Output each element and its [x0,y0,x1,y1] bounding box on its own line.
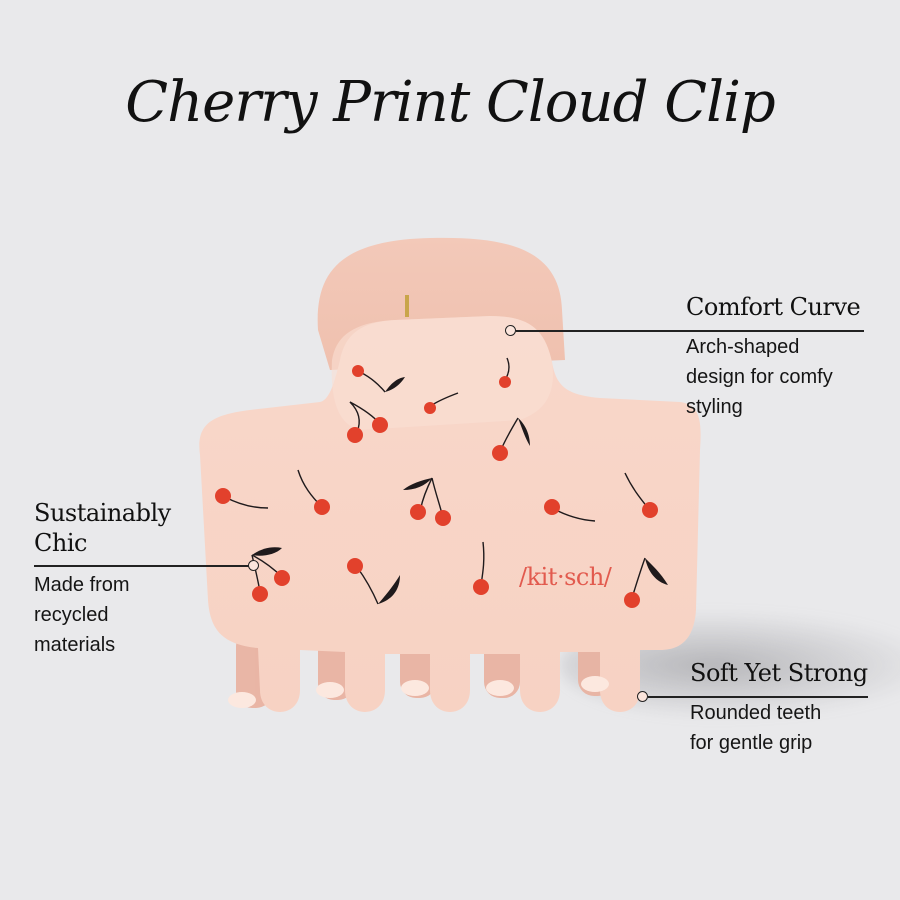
callout-description: Rounded teeth for gentle grip [690,702,822,754]
callout-heading: Sustainably Chic [34,499,171,557]
callout-leader-line [34,565,252,567]
callout-heading: Soft Yet Strong [690,659,868,687]
callout-comfort-curve: Comfort Curve Arch-shaped design for com… [686,292,886,422]
callout-heading: Comfort Curve [686,293,861,321]
callout-anchor-dot [637,691,648,702]
callout-anchor-dot [505,325,516,336]
callout-leader-line [516,330,864,332]
brand-logo: /kit·sch/ [519,563,612,591]
callout-sustainably-chic: Sustainably Chic Made from recycled mate… [34,498,234,660]
callout-anchor-dot [248,560,259,571]
callout-soft-yet-strong: Soft Yet Strong Rounded teeth for gentle… [690,658,890,758]
callout-description: Made from recycled materials [34,574,130,656]
callout-leader-line [648,696,868,698]
page-title: Cherry Print Cloud Clip [125,70,775,135]
callout-description: Arch-shaped design for comfy styling [686,336,833,418]
